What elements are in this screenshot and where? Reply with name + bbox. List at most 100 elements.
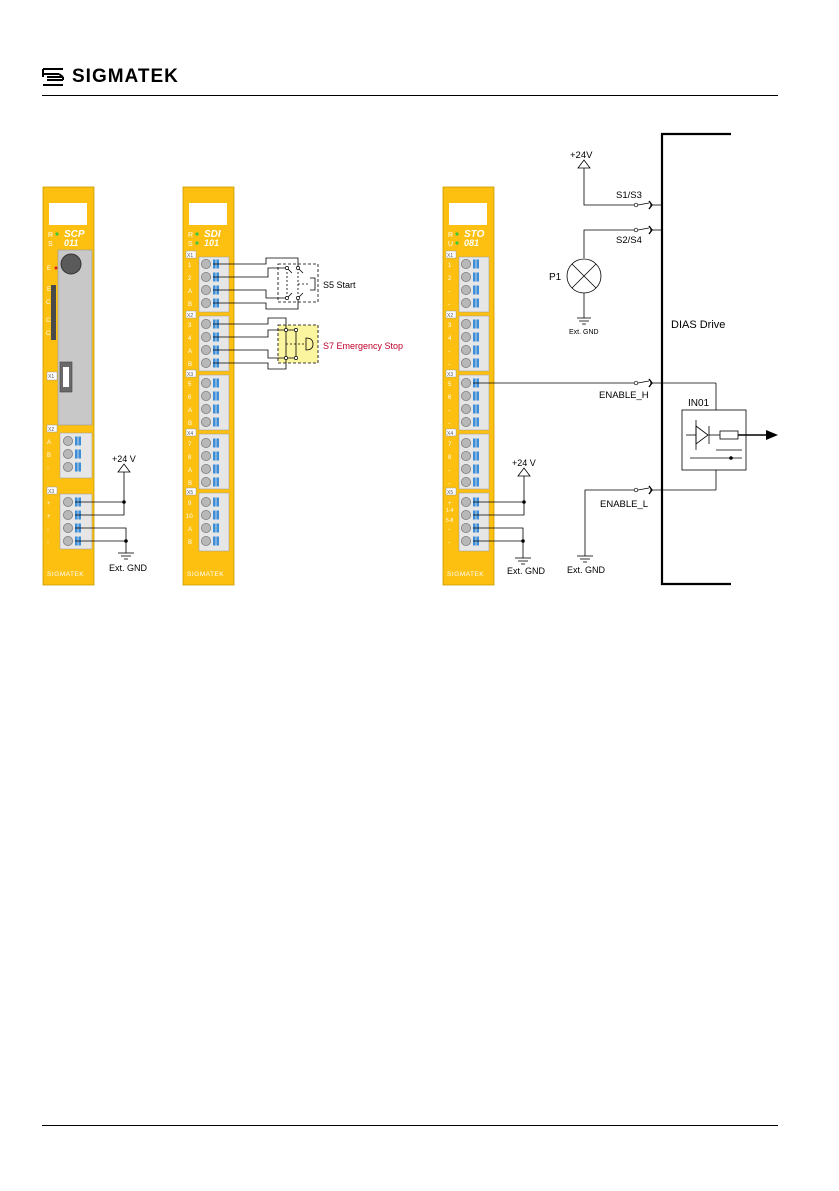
sigmatek-logo-icon bbox=[42, 68, 64, 86]
svg-text:X4: X4 bbox=[447, 431, 453, 437]
svg-text:X5: X5 bbox=[187, 490, 193, 496]
svg-text:X1: X1 bbox=[187, 253, 193, 259]
ext-gnd-label: Ext. GND bbox=[507, 566, 546, 576]
svg-text:E: E bbox=[47, 287, 51, 293]
s5-start-switch bbox=[213, 257, 319, 310]
s1-s3-label: S1/S3 bbox=[616, 190, 642, 201]
svg-text:6: 6 bbox=[188, 395, 192, 401]
header-rule bbox=[42, 95, 778, 96]
ext-gnd-label: Ext. GND bbox=[567, 565, 606, 575]
module-number: 011 bbox=[64, 238, 78, 248]
led-label-r: R bbox=[48, 232, 53, 239]
svg-text:R: R bbox=[188, 232, 193, 239]
svg-text:X3: X3 bbox=[447, 372, 453, 378]
svg-text:8: 8 bbox=[448, 455, 452, 461]
footer-rule bbox=[42, 1125, 778, 1126]
svg-text:X4: X4 bbox=[187, 431, 193, 437]
enable-h-label: ENABLE_H bbox=[599, 390, 649, 401]
s7-emergency-stop bbox=[213, 317, 319, 370]
module-number: 081 bbox=[464, 238, 479, 248]
svg-text:B: B bbox=[188, 302, 192, 308]
svg-text:B: B bbox=[47, 453, 51, 459]
dias-drive-box bbox=[660, 132, 731, 586]
svg-text:-: - bbox=[448, 481, 450, 487]
svg-text:5-8: 5-8 bbox=[446, 518, 453, 524]
enable-l-label: ENABLE_L bbox=[600, 499, 648, 510]
svg-text:A: A bbox=[188, 349, 192, 355]
svg-text:B: B bbox=[188, 421, 192, 427]
svg-text:B: B bbox=[188, 540, 192, 546]
svg-text:+: + bbox=[47, 514, 51, 520]
module-sdi-101: R S SDI 101 X1 1 2 A B X2 3 4 A B X3 bbox=[182, 186, 235, 586]
svg-text:C3: C3 bbox=[46, 331, 54, 337]
s2-s4-label: S2/S4 bbox=[616, 235, 642, 246]
svg-text:4: 4 bbox=[188, 336, 192, 342]
dias-drive-label: DIAS Drive bbox=[671, 319, 725, 331]
s2-s4-lamp-circuit bbox=[566, 227, 662, 325]
svg-text:-: - bbox=[47, 540, 49, 546]
svg-text:-: - bbox=[448, 302, 450, 308]
plus24v-label: +24 V bbox=[112, 454, 136, 464]
ext-gnd-p1-label: Ext. GND bbox=[569, 329, 599, 336]
module-title: SCP bbox=[64, 229, 85, 240]
svg-text:6: 6 bbox=[448, 395, 452, 401]
plus24v-label: +24 V bbox=[512, 458, 536, 468]
svg-text:-: - bbox=[448, 349, 450, 355]
svg-text:B: B bbox=[188, 362, 192, 368]
svg-text:X2: X2 bbox=[48, 427, 54, 433]
brand-name: SIGMATEK bbox=[72, 66, 179, 87]
svg-text:5: 5 bbox=[188, 382, 192, 388]
module-scp-011: R S SCP 011 E E C1 C2 C3 X1 X2 A B - X3 … bbox=[42, 186, 95, 586]
module-title: SDI bbox=[204, 229, 221, 240]
in01-label: IN01 bbox=[688, 398, 710, 409]
svg-text:X2: X2 bbox=[187, 313, 193, 319]
svg-text:X3: X3 bbox=[187, 372, 193, 378]
svg-text:S: S bbox=[48, 241, 53, 248]
plus24v-top-label: +24V bbox=[570, 150, 593, 161]
svg-text:1: 1 bbox=[448, 263, 452, 269]
svg-text:2: 2 bbox=[448, 276, 452, 282]
svg-text:A: A bbox=[188, 408, 192, 414]
svg-text:4: 4 bbox=[448, 336, 452, 342]
svg-text:-: - bbox=[448, 468, 450, 474]
svg-text:E: E bbox=[47, 266, 51, 272]
svg-text:5: 5 bbox=[448, 382, 452, 388]
svg-text:+: + bbox=[47, 501, 51, 507]
module-title: STO bbox=[464, 229, 485, 240]
svg-text:X3: X3 bbox=[48, 489, 54, 495]
svg-text:2: 2 bbox=[188, 276, 192, 282]
module-brand: SIGMATEK bbox=[447, 571, 484, 578]
in01-input-circuit bbox=[662, 382, 766, 471]
svg-text:A: A bbox=[188, 468, 192, 474]
svg-text:A: A bbox=[188, 289, 192, 295]
svg-text:C1: C1 bbox=[46, 300, 54, 306]
output-arrow-icon bbox=[766, 430, 778, 440]
module-brand: SIGMATEK bbox=[187, 571, 224, 578]
svg-text:B: B bbox=[188, 481, 192, 487]
ext-gnd-label: Ext. GND bbox=[109, 563, 148, 573]
svg-text:-: - bbox=[448, 540, 450, 546]
svg-text:S: S bbox=[188, 241, 193, 248]
svg-text:-: - bbox=[448, 362, 450, 368]
svg-text:R: R bbox=[448, 232, 453, 239]
svg-text:3: 3 bbox=[448, 323, 452, 329]
page-header: SIGMATEK bbox=[0, 0, 839, 100]
svg-text:1-4: 1-4 bbox=[446, 508, 453, 514]
svg-text:X1: X1 bbox=[447, 253, 453, 259]
svg-text:7: 7 bbox=[188, 442, 192, 448]
enable-l-wire bbox=[577, 470, 717, 563]
svg-text:-: - bbox=[448, 408, 450, 414]
svg-text:X5: X5 bbox=[447, 490, 453, 496]
svg-text:-: - bbox=[47, 466, 49, 472]
svg-text:1: 1 bbox=[188, 263, 192, 269]
module-sto-081: R U STO 081 X1 1 2 - - X2 3 4 - - X3 bbox=[442, 186, 495, 586]
svg-text:A: A bbox=[47, 440, 51, 446]
svg-text:-: - bbox=[448, 421, 450, 427]
enable-h-wire bbox=[473, 380, 662, 384]
s7-emergency-stop-label: S7 Emergency Stop bbox=[323, 341, 403, 351]
svg-text:C2: C2 bbox=[46, 318, 54, 324]
svg-text:+: + bbox=[448, 501, 452, 507]
module-brand: SIGMATEK bbox=[47, 571, 84, 578]
sigmatek-logo: SIGMATEK bbox=[42, 66, 179, 88]
